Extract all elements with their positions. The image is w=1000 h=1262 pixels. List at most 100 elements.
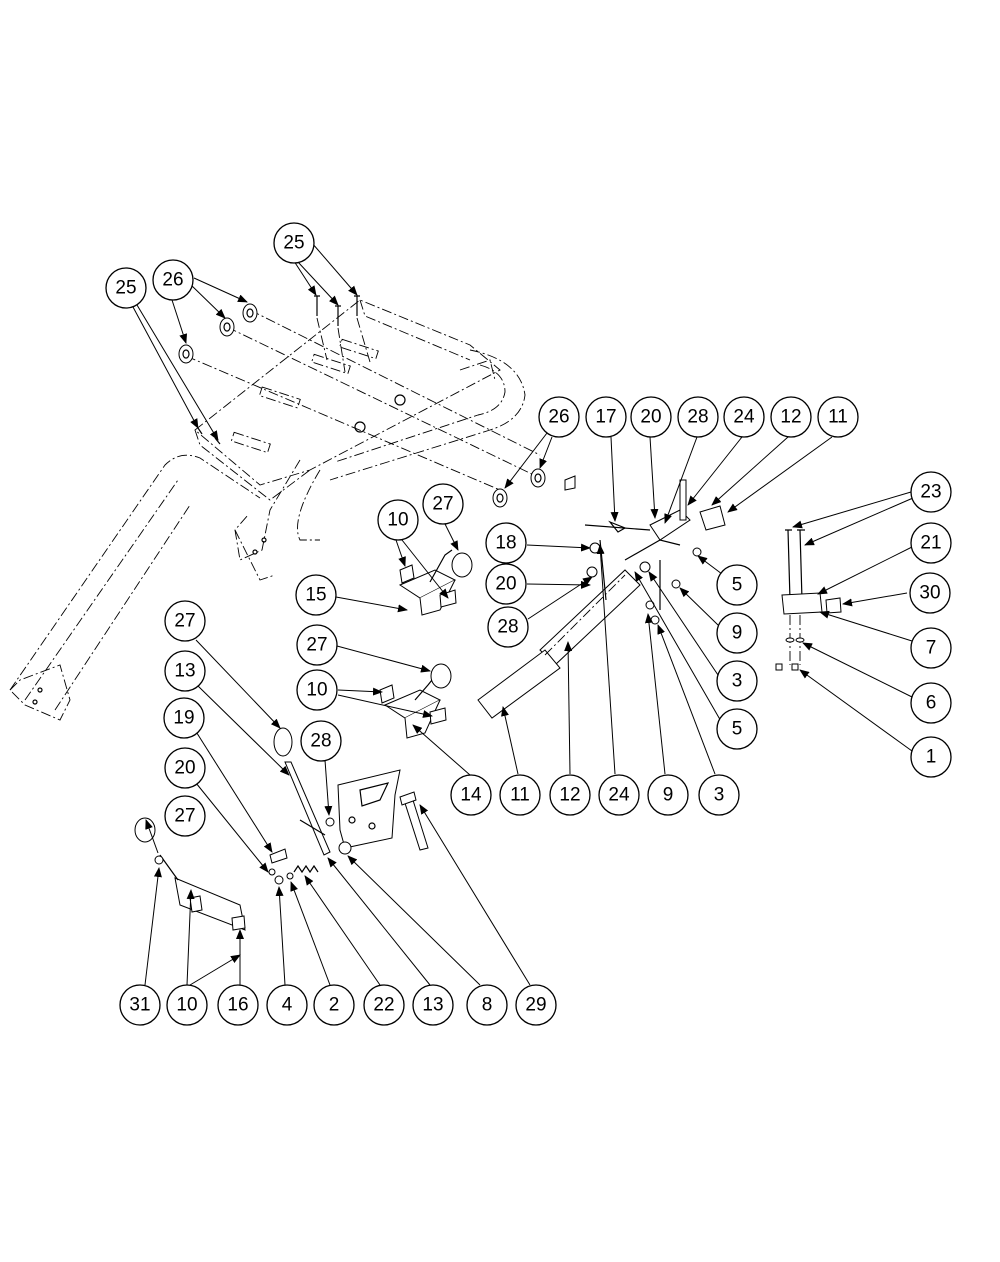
balloon-20: 20 <box>164 747 206 789</box>
callout-balloons: 25 26 25 26 17 20 28 24 12 11 23 21 30 7… <box>105 222 952 1026</box>
balloon-label: 14 <box>460 785 482 806</box>
leader-lines <box>132 242 915 986</box>
balloon-27: 27 <box>296 624 338 666</box>
balloon-label: 25 <box>283 233 304 254</box>
balloon-label: 27 <box>306 635 327 656</box>
balloon-27: 27 <box>422 483 464 525</box>
balloon-31: 31 <box>119 984 161 1026</box>
balloon-label: 1 <box>926 747 937 768</box>
balloon-4: 4 <box>266 984 308 1026</box>
balloon-label: 3 <box>714 785 725 806</box>
balloon-label: 20 <box>174 758 195 779</box>
balloon-label: 28 <box>310 731 331 752</box>
balloon-25: 25 <box>105 267 147 309</box>
balloon-label: 5 <box>732 719 743 740</box>
balloon-13: 13 <box>164 650 206 692</box>
grommet-parts <box>178 303 576 508</box>
balloon-23: 23 <box>910 471 952 513</box>
balloon-14: 14 <box>450 774 492 816</box>
balloon-label: 20 <box>640 407 661 428</box>
balloon-10: 10 <box>377 499 419 541</box>
pivot-bracket-14 <box>379 679 447 739</box>
balloon-28: 28 <box>300 720 342 762</box>
balloon-label: 10 <box>387 510 408 531</box>
balloon-11: 11 <box>499 774 541 816</box>
balloon-12: 12 <box>549 774 591 816</box>
balloon-label: 11 <box>828 407 848 428</box>
balloon-label: 27 <box>174 611 195 632</box>
balloon-30: 30 <box>909 572 951 614</box>
balloon-21: 21 <box>910 522 952 564</box>
balloon-11: 11 <box>817 396 859 438</box>
balloon-label: 20 <box>495 574 516 595</box>
balloon-label: 26 <box>162 270 183 291</box>
balloon-label: 15 <box>305 585 326 606</box>
balloon-label: 28 <box>497 617 518 638</box>
balloon-label: 29 <box>525 995 546 1016</box>
balloon-label: 11 <box>510 785 530 806</box>
balloon-label: 9 <box>663 785 674 806</box>
balloon-29: 29 <box>515 984 557 1026</box>
balloon-label: 16 <box>227 995 248 1016</box>
balloon-15: 15 <box>295 574 337 616</box>
balloon-20: 20 <box>485 563 527 605</box>
balloon-label: 6 <box>926 693 937 714</box>
balloon-9: 9 <box>716 612 758 654</box>
balloon-label: 24 <box>733 407 755 428</box>
balloon-7: 7 <box>910 627 952 669</box>
balloon-27: 27 <box>164 795 206 837</box>
balloon-1: 1 <box>910 736 952 778</box>
balloon-5: 5 <box>716 708 758 750</box>
balloon-label: 24 <box>608 785 630 806</box>
balloon-label: 13 <box>422 995 443 1016</box>
balloon-13: 13 <box>412 984 454 1026</box>
balloon-label: 2 <box>329 995 340 1016</box>
balloon-label: 19 <box>173 708 194 729</box>
balloon-3: 3 <box>698 774 740 816</box>
balloon-22: 22 <box>363 984 405 1026</box>
balloon-28: 28 <box>487 606 529 648</box>
balloon-label: 21 <box>920 533 941 554</box>
balloon-25: 25 <box>273 222 315 264</box>
balloon-27: 27 <box>164 600 206 642</box>
balloon-9: 9 <box>647 774 689 816</box>
balloon-label: 5 <box>732 575 743 596</box>
pivot-bracket-15 <box>398 549 457 616</box>
balloon-10: 10 <box>296 669 338 711</box>
right-bracket-assembly <box>775 529 842 671</box>
balloon-24: 24 <box>723 396 765 438</box>
balloon-26: 26 <box>152 259 194 301</box>
balloon-label: 3 <box>732 671 743 692</box>
balloon-label: 10 <box>306 680 327 701</box>
balloon-label: 8 <box>482 995 493 1016</box>
lower-shift-assembly <box>154 761 429 931</box>
balloon-label: 13 <box>174 661 195 682</box>
balloon-label: 10 <box>176 995 197 1016</box>
balloon-label: 12 <box>780 407 801 428</box>
balloon-label: 23 <box>920 482 941 503</box>
balloon-label: 7 <box>926 638 937 659</box>
balloon-label: 4 <box>282 995 293 1016</box>
balloon-label: 30 <box>919 583 940 604</box>
balloon-28: 28 <box>677 396 719 438</box>
balloon-label: 25 <box>115 278 136 299</box>
balloon-8: 8 <box>466 984 508 1026</box>
balloon-6: 6 <box>910 682 952 724</box>
balloon-16: 16 <box>217 984 259 1026</box>
frame-assembly <box>9 299 541 721</box>
balloon-24: 24 <box>598 774 640 816</box>
balloon-label: 9 <box>732 623 743 644</box>
balloon-label: 12 <box>559 785 580 806</box>
balloon-label: 28 <box>687 407 708 428</box>
balloon-label: 27 <box>432 494 453 515</box>
balloon-17: 17 <box>585 396 627 438</box>
balloon-19: 19 <box>163 697 205 739</box>
balloon-3: 3 <box>716 660 758 702</box>
balloon-label: 17 <box>595 407 616 428</box>
balloon-label: 27 <box>174 806 195 827</box>
balloon-label: 22 <box>373 995 394 1016</box>
balloon-18: 18 <box>485 522 527 564</box>
screw-parts <box>197 295 371 445</box>
balloon-12: 12 <box>770 396 812 438</box>
